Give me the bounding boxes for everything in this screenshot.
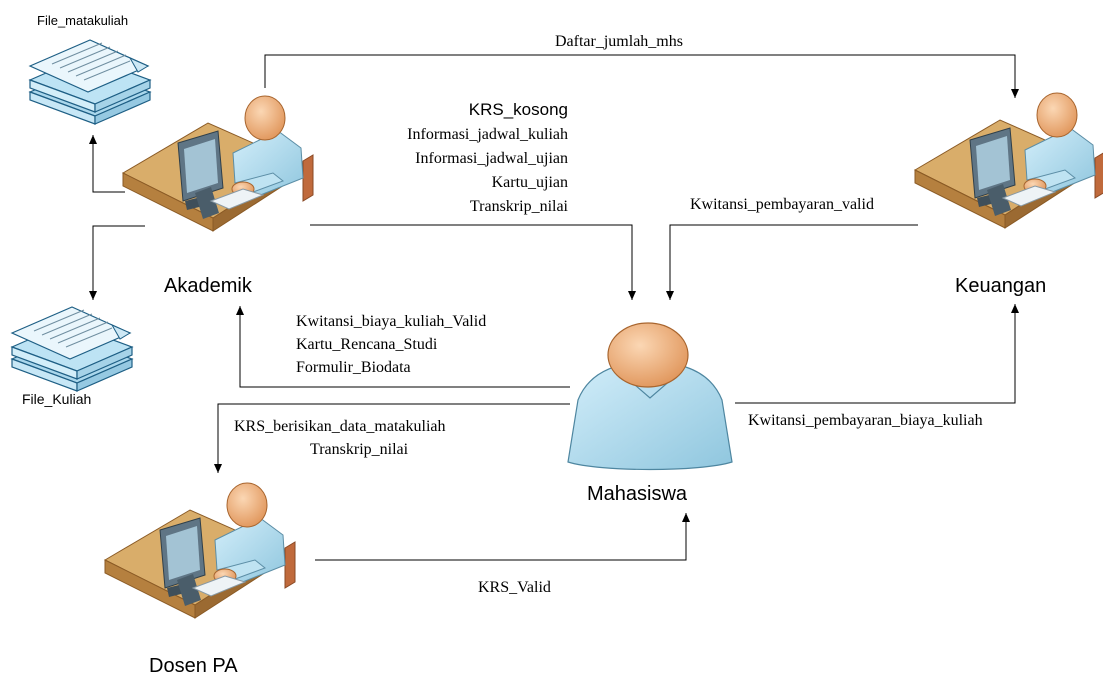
flow-label-transkrip-nilai-akademik: Transkrip_nilai [470, 198, 569, 215]
flow-daftar-jumlah-mhs [264, 54, 1019, 98]
flow-label-kwitansi-pembayaran-valid: Kwitansi_pembayaran_valid [690, 196, 874, 213]
flow-label-kartu-rencana-studi: Kartu_Rencana_Studi [296, 336, 438, 353]
flow-dosen-to-mahasiswa [315, 513, 690, 561]
keuangan-figure [914, 92, 1103, 229]
file-kuliah-icon [11, 306, 133, 392]
flow-label-kwitansi-pembayaran-biaya-kuliah: Kwitansi_pembayaran_biaya_kuliah [748, 412, 983, 429]
flow-mahasiswa-to-dosen [214, 403, 570, 473]
keuangan-label: Keuangan [955, 275, 1046, 297]
flow-label-krs-berisikan-data-matakuliah: KRS_berisikan_data_matakuliah [234, 418, 446, 435]
flow-label-kartu-ujian: Kartu_ujian [492, 174, 568, 191]
mahasiswa-label: Mahasiswa [587, 483, 688, 505]
flow-akademik-to-file-kuliah [89, 225, 145, 300]
flow-label-krs-kosong: KRS_kosong [469, 100, 568, 119]
dosen-pa-label: Dosen PA [149, 655, 238, 677]
flow-keuangan-to-mahasiswa [666, 224, 918, 300]
file-matakuliah-label: File_matakuliah [37, 13, 128, 28]
akademik-label: Akademik [164, 275, 253, 297]
dosen-pa-figure [104, 482, 296, 619]
akademik-figure [122, 95, 314, 232]
flow-label-formulir-biodata: Formulir_Biodata [296, 359, 411, 376]
file-matakuliah-icon [29, 39, 151, 125]
flow-mahasiswa-to-keuangan [735, 304, 1019, 404]
flow-mahasiswa-to-akademik [236, 306, 570, 388]
flow-label-transkrip-nilai-dosen: Transkrip_nilai [310, 441, 409, 458]
flow-label-krs-valid: KRS_Valid [478, 579, 551, 596]
flow-label-kwitansi-biaya-kuliah-valid: Kwitansi_biaya_kuliah_Valid [296, 313, 486, 330]
flow-akademik-to-mahasiswa [310, 224, 636, 300]
file-kuliah-label: File_Kuliah [22, 391, 91, 407]
flow-label-informasi-jadwal-kuliah: Informasi_jadwal_kuliah [407, 126, 568, 143]
mahasiswa-figure [567, 322, 733, 471]
flow-akademik-to-file-matakuliah [89, 135, 125, 193]
flow-lines [89, 54, 1019, 561]
flow-label-daftar-jumlah-mhs: Daftar_jumlah_mhs [555, 33, 683, 50]
flow-label-informasi-jadwal-ujian: Informasi_jadwal_ujian [415, 150, 568, 167]
